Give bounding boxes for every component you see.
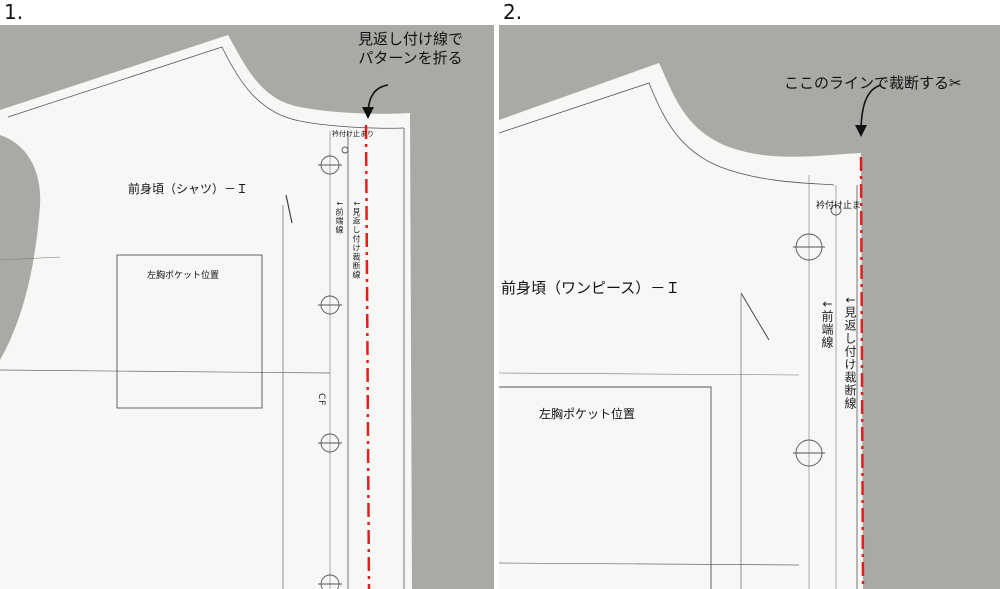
step-2-photo: 前身頃（ワンピース）－Ｉ 左胸ポケット位置 衿付け止ま ↓前端線 ↓見返し付け裁…: [499, 25, 1000, 589]
step-1-number: 1.: [4, 0, 24, 24]
step-1-photo: 前身頃（シャツ）－Ｉ 左胸ポケット位置 衿付け止まり ↓前端線 ↓見返し付け裁断…: [0, 25, 494, 589]
step-2-pattern-drawing: [499, 63, 882, 589]
step-2-number: 2.: [503, 0, 523, 24]
pocket-label: 左胸ポケット位置: [539, 407, 636, 421]
callout-line-1: 見返し付け線で: [358, 30, 464, 48]
pattern-paper: [0, 35, 412, 589]
facing-line-label: ↓見返し付け裁断線: [843, 295, 857, 411]
callout-line-2: パターンを折る: [358, 49, 463, 67]
center-front-label: CF: [316, 393, 326, 407]
pocket-label: 左胸ポケット位置: [147, 271, 220, 281]
facing-line-label: ↓見返し付け裁断線: [352, 200, 361, 280]
pattern-title: 前身頃（シャツ）－Ｉ: [128, 182, 249, 196]
cut-line: [859, 156, 865, 589]
pattern-title: 前身頃（ワンピース）－Ｉ: [501, 279, 681, 297]
step-1-callout: 見返し付け線で パターンを折る: [358, 30, 463, 68]
collar-stop-label: 衿付け止まり: [332, 130, 374, 138]
pattern-paper: [499, 63, 863, 589]
step-2-callout: ここのラインで裁断する✂: [784, 74, 962, 92]
step-1-pattern-drawing: [0, 35, 412, 589]
facing-fold-line: [364, 124, 371, 589]
front-edge-label: ↓前端線: [820, 299, 834, 350]
front-edge-label: ↓前端線: [335, 200, 344, 235]
pocket-outline: [116, 254, 263, 409]
collar-stop-label: 衿付け止ま: [816, 201, 862, 211]
